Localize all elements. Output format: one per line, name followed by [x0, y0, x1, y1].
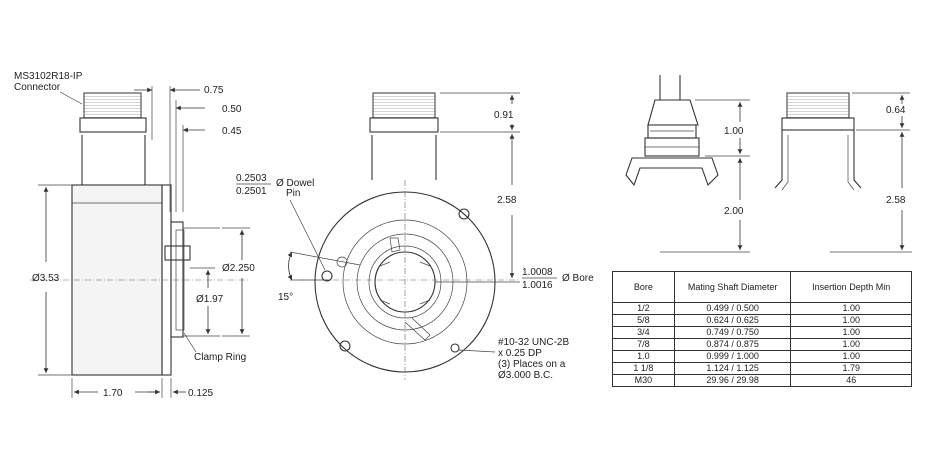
bore-cell: 1/2: [612, 302, 675, 315]
depth-cell: 46: [790, 374, 912, 387]
bore-table: Bore Mating Shaft Diameter Insertion Dep…: [612, 271, 912, 387]
shaft-cell: 0.999 / 1.000: [673, 350, 792, 363]
shaft-cell: 0.624 / 0.625: [673, 314, 792, 327]
cable-view-flange: [625, 157, 719, 187]
bore-dia-denominator: 1.0016: [522, 280, 553, 291]
tapped-hole-1: [458, 208, 470, 220]
shaft-cell: 0.874 / 0.875: [673, 338, 792, 351]
bore-dia-numerator: 1.0008: [522, 267, 553, 278]
shaft-cell: 0.749 / 0.750: [673, 326, 792, 339]
table-row: 1 1/8 1.124 / 1.125 1.79: [612, 362, 912, 375]
depth-cell: 1.00: [790, 302, 912, 315]
dim-258-label: 2.58: [497, 195, 517, 206]
table-row: M30 29.96 / 29.98 46: [612, 374, 912, 387]
dim-091-label: 0.91: [494, 110, 514, 121]
cable: [659, 75, 681, 100]
table-row: 1.0 0.999 / 1.000 1.00: [612, 350, 912, 363]
dim-050-label: 0.50: [222, 104, 242, 115]
tapped-hole-3: [450, 343, 460, 353]
dowel-pin-label: Pin: [286, 188, 300, 199]
shaft-cell: 0.499 / 0.500: [673, 302, 792, 315]
table-row: 3/4 0.749 / 0.750 1.00: [612, 326, 912, 339]
dim-170-label: 1.70: [103, 388, 123, 399]
dowel-pin-hole: [321, 270, 333, 282]
table-row: 7/8 0.874 / 0.875 1.00: [612, 338, 912, 351]
dim-0125-label: 0.125: [188, 388, 213, 399]
depth-cell: 1.00: [790, 350, 912, 363]
dowel-label: Ø Dowel: [276, 178, 314, 189]
tapped-hole-2: [339, 340, 351, 352]
header-insertion-depth: Insertion Depth Min: [790, 271, 912, 303]
header-bore: Bore: [612, 271, 675, 303]
depth-cell: 1.00: [790, 326, 912, 339]
dowel-dia-numerator: 0.2503: [236, 173, 267, 184]
tap-spec-line1: #10-32 UNC-2B: [498, 337, 569, 348]
connector-thread: [83, 92, 142, 119]
clamp-ring-label: Clamp Ring: [194, 352, 246, 363]
depth-cell: 1.00: [790, 338, 912, 351]
depth-cell: 1.79: [790, 362, 912, 375]
dim-353-label: Ø3.53: [32, 273, 60, 284]
depth-cell: 1.00: [790, 314, 912, 327]
dim-200-label: 2.00: [724, 206, 744, 217]
side-view: 0.75 0.50 0.45 MS3102R18-IP Connector Ø3…: [14, 71, 255, 399]
bore-cell: 5/8: [612, 314, 675, 327]
dowel-dia-denominator: 0.2501: [236, 186, 267, 197]
bore-label: Ø Bore: [562, 273, 594, 284]
connector-view: 0.64 2.58: [774, 92, 912, 253]
connector-label: Connector: [14, 82, 61, 93]
front-connector-thread: [372, 92, 436, 119]
cable-view: 1.00 2.00: [625, 75, 750, 253]
bore-cell: 3/4: [612, 326, 675, 339]
header-mating-shaft: Mating Shaft Diameter: [673, 271, 792, 303]
tap-spec-line4: Ø3.000 B.C.: [498, 370, 553, 381]
bore-cell: 1.0: [612, 350, 675, 363]
dim-197-label: Ø1.97: [196, 294, 224, 305]
connector-part-label: MS3102R18-IP: [14, 71, 83, 82]
dim-258-connector-label: 2.58: [886, 195, 906, 206]
angle-15-label: 15°: [278, 292, 293, 303]
dim-2250-label: Ø2.250: [222, 263, 255, 274]
dim-075-label: 0.75: [204, 85, 224, 96]
dim-100-label: 1.00: [724, 126, 744, 137]
connector-view-thread: [786, 92, 850, 119]
front-view: 0.91 2.58 0.2503 0.2501 Ø Dowel Pin 15° …: [236, 92, 594, 381]
tap-spec-line3: (3) Places on a: [498, 359, 566, 370]
dim-064-label: 0.64: [886, 105, 906, 116]
tap-spec-line2: x 0.25 DP: [498, 348, 542, 359]
bore-table-header: Bore Mating Shaft Diameter Insertion Dep…: [612, 271, 912, 303]
table-row: 1/2 0.499 / 0.500 1.00: [612, 302, 912, 315]
bore-cell: M30: [612, 374, 675, 387]
clamp-ring: [164, 245, 191, 261]
shaft-cell: 29.96 / 29.98: [673, 374, 792, 387]
table-row: 5/8 0.624 / 0.625 1.00: [612, 314, 912, 327]
dim-045-label: 0.45: [222, 126, 242, 137]
bore-cell: 7/8: [612, 338, 675, 351]
bore-cell: 1 1/8: [612, 362, 675, 375]
connector-nut: [79, 117, 147, 133]
shaft-cell: 1.124 / 1.125: [673, 362, 792, 375]
